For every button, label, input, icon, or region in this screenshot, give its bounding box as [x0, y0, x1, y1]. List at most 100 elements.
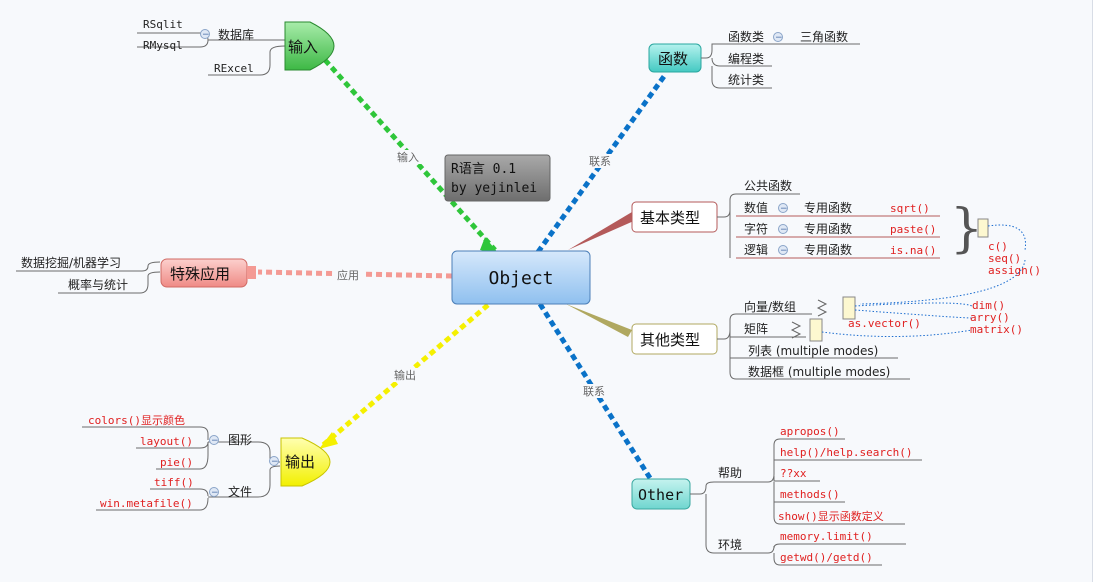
version-note: R语言 0.1 by yejinlei [444, 154, 551, 202]
basic-row-0-toggle[interactable] [778, 203, 788, 213]
ot-item-3: 数据框 (multiple modes) [748, 364, 890, 379]
basic-row-0-name: 数值 [744, 200, 768, 215]
functions-connector [535, 73, 668, 254]
note-line-2: by yejinlei [451, 181, 537, 196]
svg-text:−: − [780, 225, 788, 235]
special-node-label: 特殊应用 [170, 265, 230, 283]
other-types-label: 其他类型 [640, 331, 700, 349]
excel-line [208, 45, 286, 76]
special-branch: 数据挖掘/机器学习 概率与统计 特殊应用 [16, 255, 256, 294]
other-types-branch: 其他类型 向量/数组 矩阵 列表 (multiple modes) 数据框 (m… [631, 259, 1026, 380]
basic-types-connector [568, 212, 636, 250]
ot-item-2: 列表 (multiple modes) [748, 344, 878, 358]
svg-text:−: − [780, 246, 788, 256]
center-label: Object [488, 268, 553, 289]
other-node-label: Other [638, 486, 683, 504]
functions-branch: 函数 函数类 − 三角函数 编程类 统计类 [648, 29, 860, 89]
svg-text:−: − [271, 457, 279, 467]
edge-label-other: 联系 [583, 385, 605, 398]
svg-text:−: − [780, 204, 788, 214]
as-vector-link [859, 259, 1026, 305]
env-item-1: getwd()/getd() [780, 551, 873, 564]
as-vector-fn: as.vector() [848, 317, 921, 330]
basic-row-1-toggle[interactable] [778, 224, 788, 234]
sp-line-0 [16, 261, 161, 272]
basic-row-2-name: 逻辑 [744, 243, 768, 257]
graphics-item-1: layout() [140, 435, 193, 448]
output-node[interactable] [280, 437, 331, 487]
help-item-4: show()显示函数定义 [778, 509, 884, 523]
database-label: 数据库 [218, 27, 254, 42]
basic-row-1-name: 字符 [744, 221, 768, 236]
excel-item: RExcel [214, 62, 254, 75]
fn-line-1 [711, 57, 772, 67]
basic-row-2-fn: is.na() [890, 244, 936, 257]
vector-summary-box[interactable] [842, 296, 856, 320]
input-arrowhead [480, 237, 499, 254]
matrix-summary-box[interactable] [809, 318, 823, 342]
output-connector [321, 303, 490, 447]
fn-line-0 [701, 43, 790, 59]
output-toggle[interactable] [269, 456, 279, 466]
help-item-3: methods() [780, 488, 840, 501]
edge-labels: 输入 联系 应用 输出 联系 [334, 150, 616, 398]
file-item-0: tiff() [154, 476, 194, 489]
output-node-label: 输出 [285, 453, 315, 471]
basic-row-0-fn: sqrt() [890, 202, 930, 215]
input-node[interactable] [284, 21, 335, 71]
help-label: 帮助 [718, 466, 742, 480]
basic-row-1-fn: paste() [890, 223, 936, 236]
output-arrowhead [319, 432, 338, 449]
graphics-item-2: pie() [160, 456, 193, 469]
edge-label-input: 输入 [397, 150, 419, 164]
file-item-1: win.metafile() [100, 497, 193, 510]
help-item-0: apropos() [780, 425, 840, 438]
file-label: 文件 [228, 484, 252, 499]
env-label: 环境 [718, 537, 742, 552]
main-connectors [257, 58, 668, 480]
graphics-toggle[interactable] [209, 435, 219, 445]
basic-types-branch: 基本类型 公共函数 数值 − 专用函数 sqrt() 字符 − 专用函数 pas… [631, 178, 1041, 277]
basic-row-2-toggle[interactable] [778, 245, 788, 255]
special-item-0: 数据挖掘/机器学习 [21, 255, 121, 270]
help-item-1: help()/help.search() [780, 446, 912, 459]
help-item-2: ??xx [780, 467, 807, 480]
functions-node-label: 函数 [658, 50, 688, 68]
svg-text:−: − [775, 33, 783, 43]
file-toggle[interactable] [209, 487, 219, 497]
note-line-1: R语言 0.1 [451, 162, 516, 177]
fn-item-0: 函数类 [728, 29, 764, 44]
svg-text:−: − [211, 488, 219, 498]
edge-label-special: 应用 [337, 268, 359, 282]
input-branch: RSqlit RMysql − 数据库 RExcel 输入 [137, 18, 335, 76]
center-node[interactable]: Object [451, 250, 591, 305]
input-connector [323, 58, 497, 252]
vector-zigzag-icon [816, 299, 828, 317]
help-stem [690, 481, 768, 495]
matrix-zigzag-icon [790, 321, 802, 339]
env-stem [705, 494, 768, 554]
shared-fn-2: assign() [988, 264, 1041, 277]
fn-item-1: 编程类 [728, 51, 764, 66]
special-item-1: 概率与统计 [68, 277, 128, 292]
fn-trig: 三角函数 [800, 29, 848, 44]
fn-collapse-toggle[interactable] [773, 32, 783, 42]
db-item-rsqlit: RSqlit [143, 18, 183, 31]
db-collapse-toggle[interactable] [200, 29, 210, 39]
ot-item-0: 向量/数组 [744, 299, 796, 314]
gr-line-0 [82, 426, 209, 440]
edge-label-output: 输出 [394, 368, 416, 382]
shared-fn-1: seq() [988, 252, 1021, 265]
shared-fn-0: c() [988, 240, 1008, 253]
env-item-0: memory.limit() [780, 530, 873, 543]
dim-fn-1: arry() [970, 311, 1010, 324]
other-branch: Other 帮助 环境 apropos() help()/help.search… [631, 425, 922, 566]
edge-label-functions: 联系 [589, 155, 611, 168]
basic-common: 公共函数 [744, 178, 792, 193]
dim-fn-2: matrix() [970, 323, 1023, 336]
brace-summary-box[interactable] [977, 218, 989, 238]
brace-summary-link [987, 224, 1027, 251]
graphics-item-0: colors()显示颜色 [88, 413, 185, 427]
